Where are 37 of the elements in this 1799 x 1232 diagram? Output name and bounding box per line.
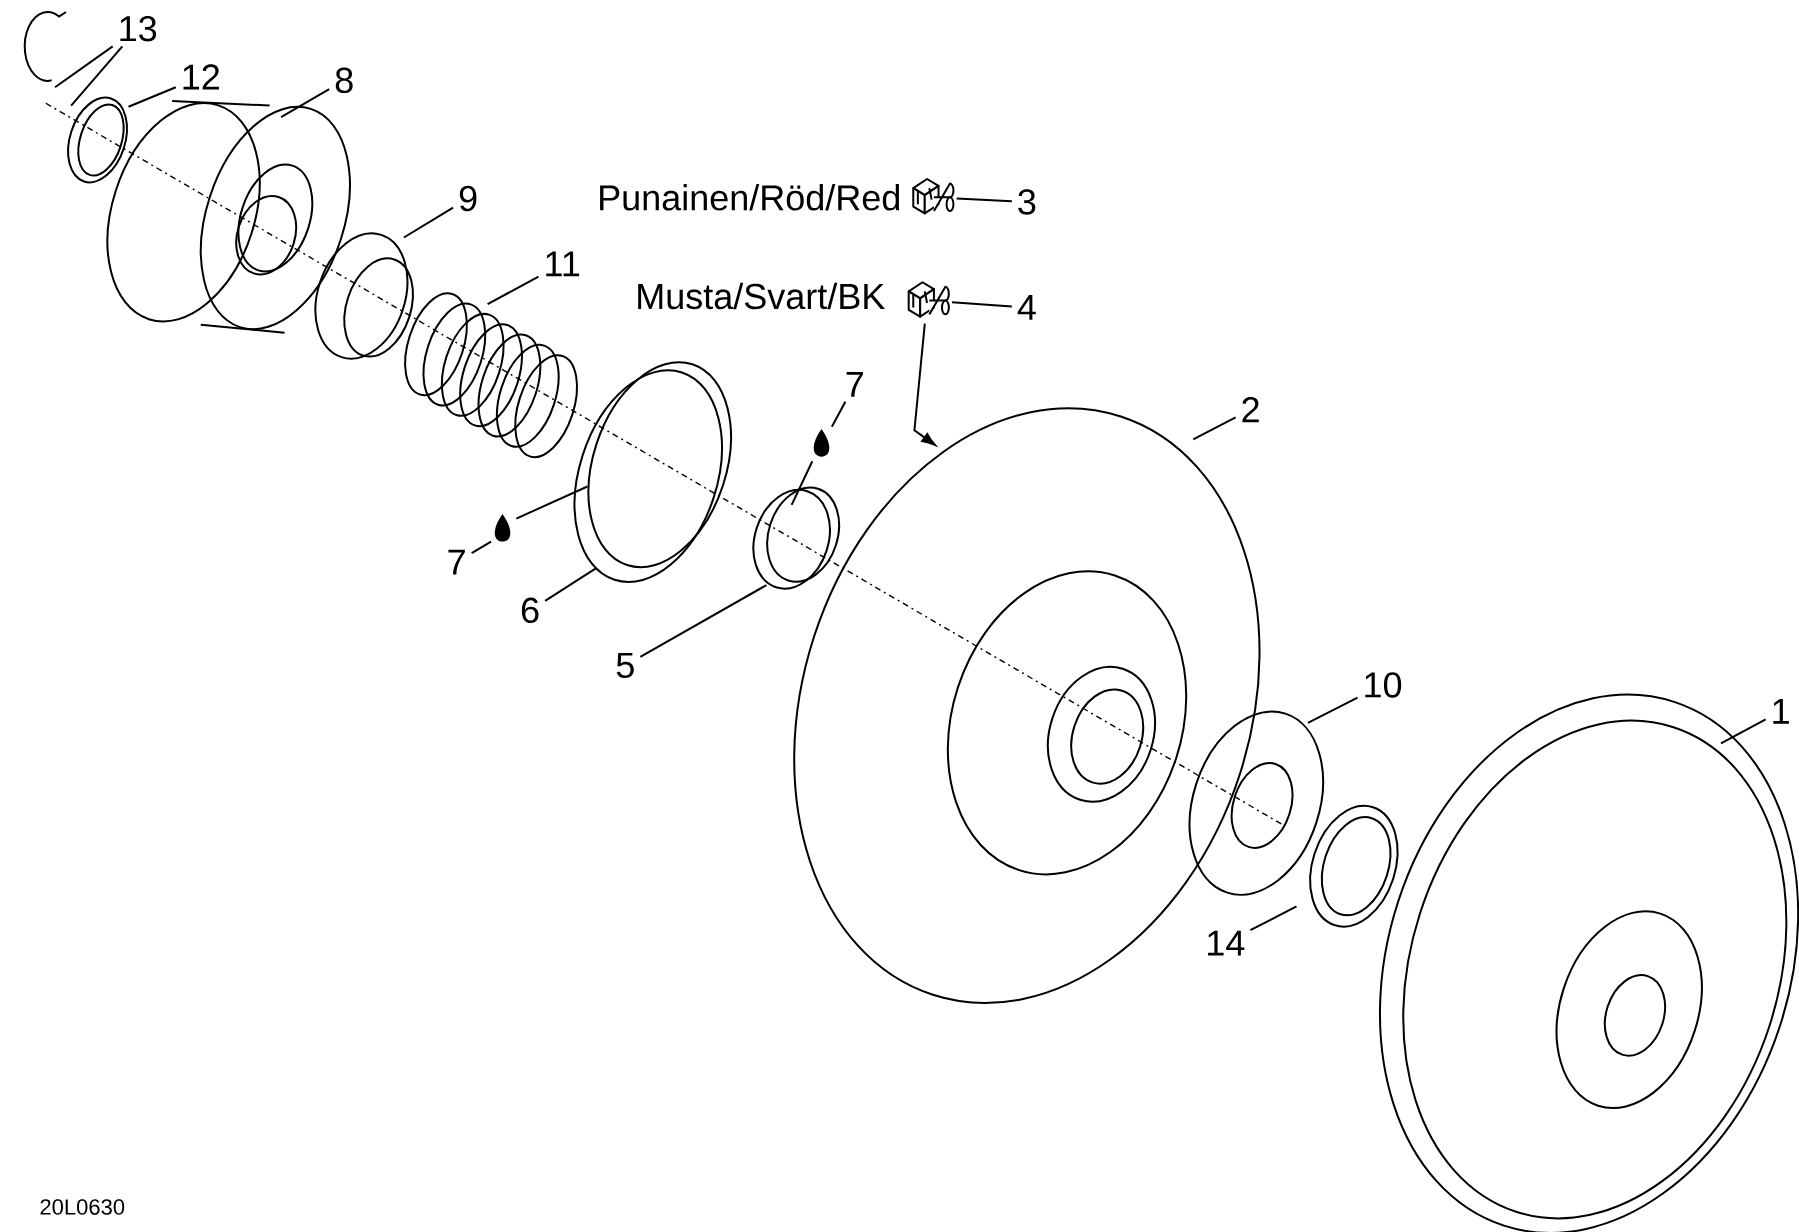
callout-number: 13 bbox=[120, 15, 157, 42]
connector-cap-drawing bbox=[912, 177, 955, 215]
callout-number: 14 bbox=[1208, 930, 1245, 956]
leader-line bbox=[639, 584, 768, 658]
callout-number: 2 bbox=[1242, 396, 1259, 423]
assembly-arrow bbox=[913, 322, 936, 446]
leader-line bbox=[402, 206, 455, 239]
callout-number: 7 bbox=[448, 549, 465, 575]
color-label: Punainen/Röd/Red bbox=[600, 184, 899, 211]
callout-number: 3 bbox=[1018, 189, 1036, 215]
callout-number: 8 bbox=[335, 67, 353, 93]
leader-line bbox=[1720, 718, 1767, 745]
drawing-number: 20L0630 bbox=[40, 1199, 125, 1215]
callout-number: 10 bbox=[1365, 672, 1402, 698]
callout-number: 12 bbox=[183, 64, 219, 90]
leader-line bbox=[470, 485, 589, 555]
callout-number: 9 bbox=[459, 185, 477, 212]
connector-cap-drawing bbox=[907, 281, 950, 318]
leader-line bbox=[1306, 696, 1359, 724]
leader-line bbox=[486, 275, 540, 305]
leader-line bbox=[127, 86, 177, 108]
leader-line bbox=[544, 566, 598, 602]
leader-line bbox=[54, 45, 114, 89]
callout-number: 11 bbox=[546, 251, 580, 277]
leader-line bbox=[790, 400, 847, 506]
leader-line bbox=[1192, 416, 1237, 441]
leader-line bbox=[70, 45, 124, 107]
callout-number: 6 bbox=[521, 597, 539, 623]
callout-number: 7 bbox=[846, 371, 863, 397]
leader-line bbox=[951, 301, 1013, 308]
leader-line bbox=[280, 87, 331, 118]
callout-number: 1 bbox=[1773, 698, 1789, 724]
color-label: Musta/Svart/BK bbox=[638, 282, 885, 310]
leader-line bbox=[955, 197, 1013, 203]
callout-number: 5 bbox=[616, 652, 634, 678]
leader-line bbox=[1249, 905, 1298, 932]
callout-number: 4 bbox=[1017, 295, 1036, 320]
